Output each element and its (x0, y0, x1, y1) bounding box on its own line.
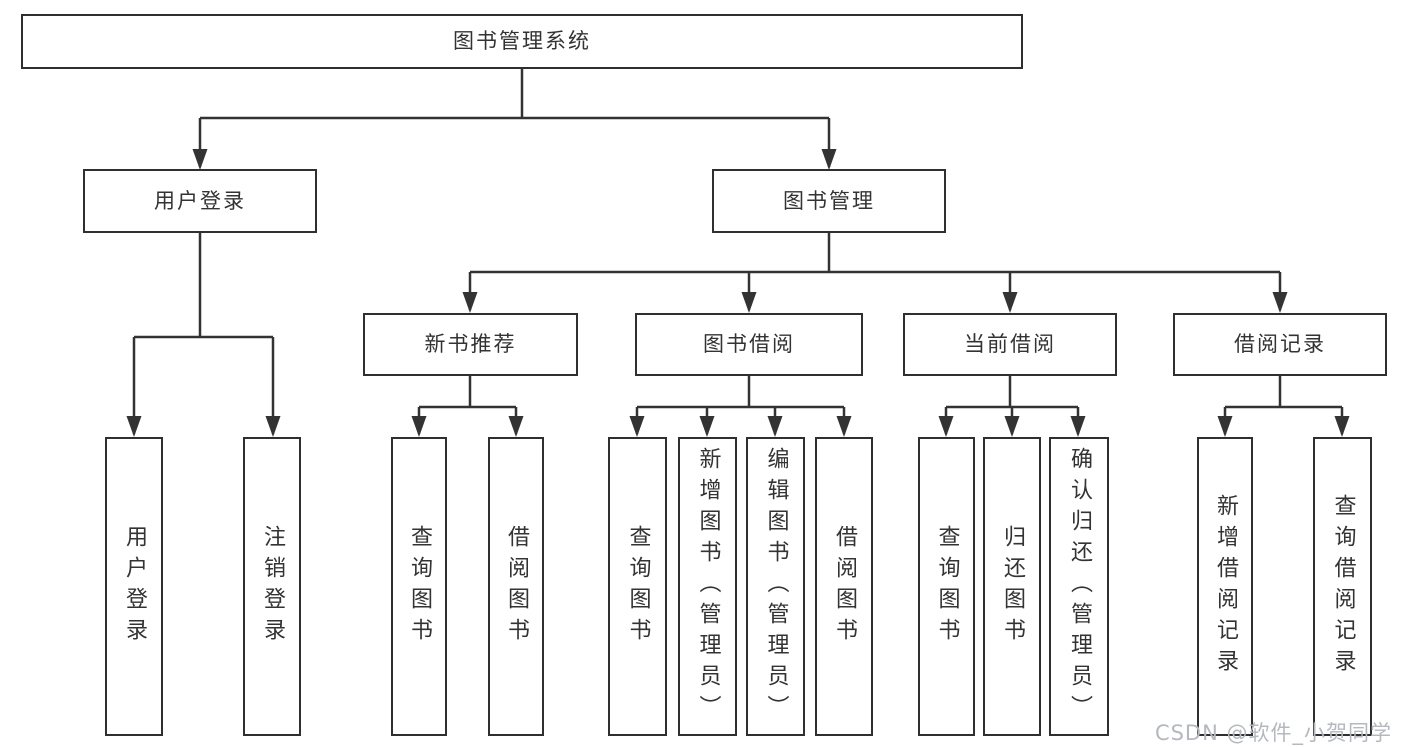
node-leaf-query-books-1: 查询图书 (391, 437, 447, 736)
node-new-book-recommend: 新书推荐 (363, 313, 578, 376)
node-leaf-confirm-return-admin: 确认归还（管理员） (1049, 437, 1109, 736)
node-leaf-query-borrow-record: 查询借阅记录 (1313, 437, 1372, 736)
node-leaf-query-books-2: 查询图书 (608, 437, 667, 736)
node-book-management-label: 图书管理 (783, 188, 875, 213)
node-user-login-label: 用户登录 (154, 188, 246, 213)
node-book-borrow-label: 图书借阅 (703, 332, 795, 356)
node-borrow-records-label: 借阅记录 (1234, 332, 1326, 356)
node-book-borrow: 图书借阅 (635, 313, 863, 376)
node-leaf-add-borrow-record: 新增借阅记录 (1197, 437, 1253, 736)
node-root-label: 图书管理系统 (453, 29, 591, 53)
node-current-borrow: 当前借阅 (903, 313, 1117, 376)
node-leaf-query-books-3: 查询图书 (918, 437, 975, 736)
node-leaf-borrow-books-2: 借阅图书 (815, 437, 873, 736)
node-leaf-return-books: 归还图书 (983, 437, 1041, 736)
watermark: CSDN @软件_小贺同学 (1154, 721, 1392, 745)
node-user-login: 用户登录 (83, 169, 317, 233)
node-leaf-logout: 注销登录 (243, 437, 301, 736)
node-leaf-edit-books-admin: 编辑图书（管理员） (746, 437, 805, 736)
node-leaf-add-books-admin: 新增图书（管理员） (678, 437, 737, 736)
node-borrow-records: 借阅记录 (1173, 313, 1387, 376)
node-leaf-user-login: 用户登录 (105, 437, 163, 736)
node-new-book-recommend-label: 新书推荐 (424, 332, 517, 356)
node-book-management: 图书管理 (712, 169, 946, 233)
node-leaf-borrow-books-1: 借阅图书 (488, 437, 544, 736)
node-current-borrow-label: 当前借阅 (964, 332, 1056, 356)
node-root-book-management-system: 图书管理系统 (21, 14, 1023, 69)
